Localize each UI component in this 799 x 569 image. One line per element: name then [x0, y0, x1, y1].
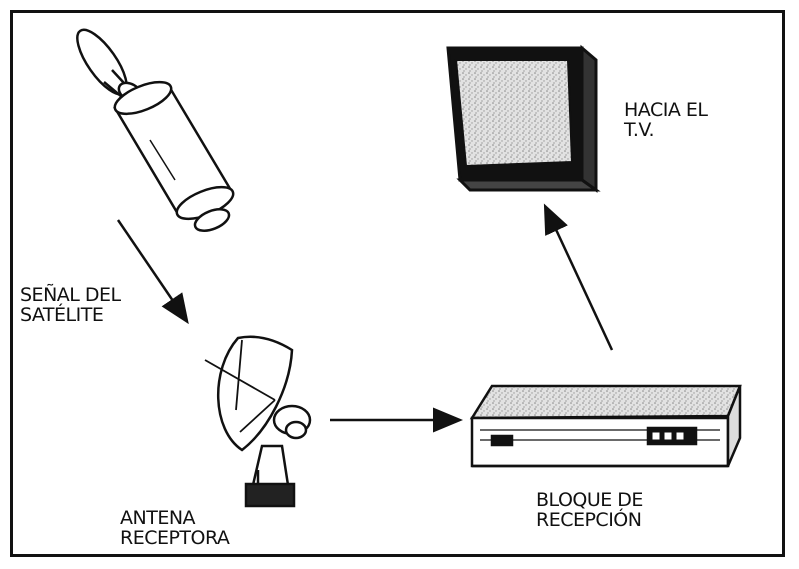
television-icon [446, 44, 601, 193]
label-line: RECEPCIÓN [536, 509, 642, 531]
label-line: ANTENA [120, 507, 196, 529]
label-to-tv: HACIA EL T.V. [624, 99, 708, 141]
arrow-signal [116, 219, 189, 325]
antenna-dish-icon [204, 335, 312, 508]
diagram-frame [10, 10, 785, 557]
label-line: HACIA EL [624, 99, 708, 121]
label-line: T.V. [624, 119, 654, 141]
label-antenna: ANTENA RECEPTORA [120, 507, 230, 549]
label-satellite-signal: SEÑAL DEL SATÉLITE [20, 285, 121, 325]
label-line: RECEPTORA [120, 527, 230, 549]
label-line: SEÑAL DEL [20, 284, 121, 306]
satellite-icon [76, 28, 235, 232]
receiver-box-icon [469, 384, 742, 468]
label-line: BLOQUE DE [536, 489, 643, 511]
arrow-receiver-to-tv [543, 203, 614, 351]
label-line: SATÉLITE [20, 304, 104, 326]
label-receiver-block: BLOQUE DE RECEPCIÓN [536, 490, 643, 530]
